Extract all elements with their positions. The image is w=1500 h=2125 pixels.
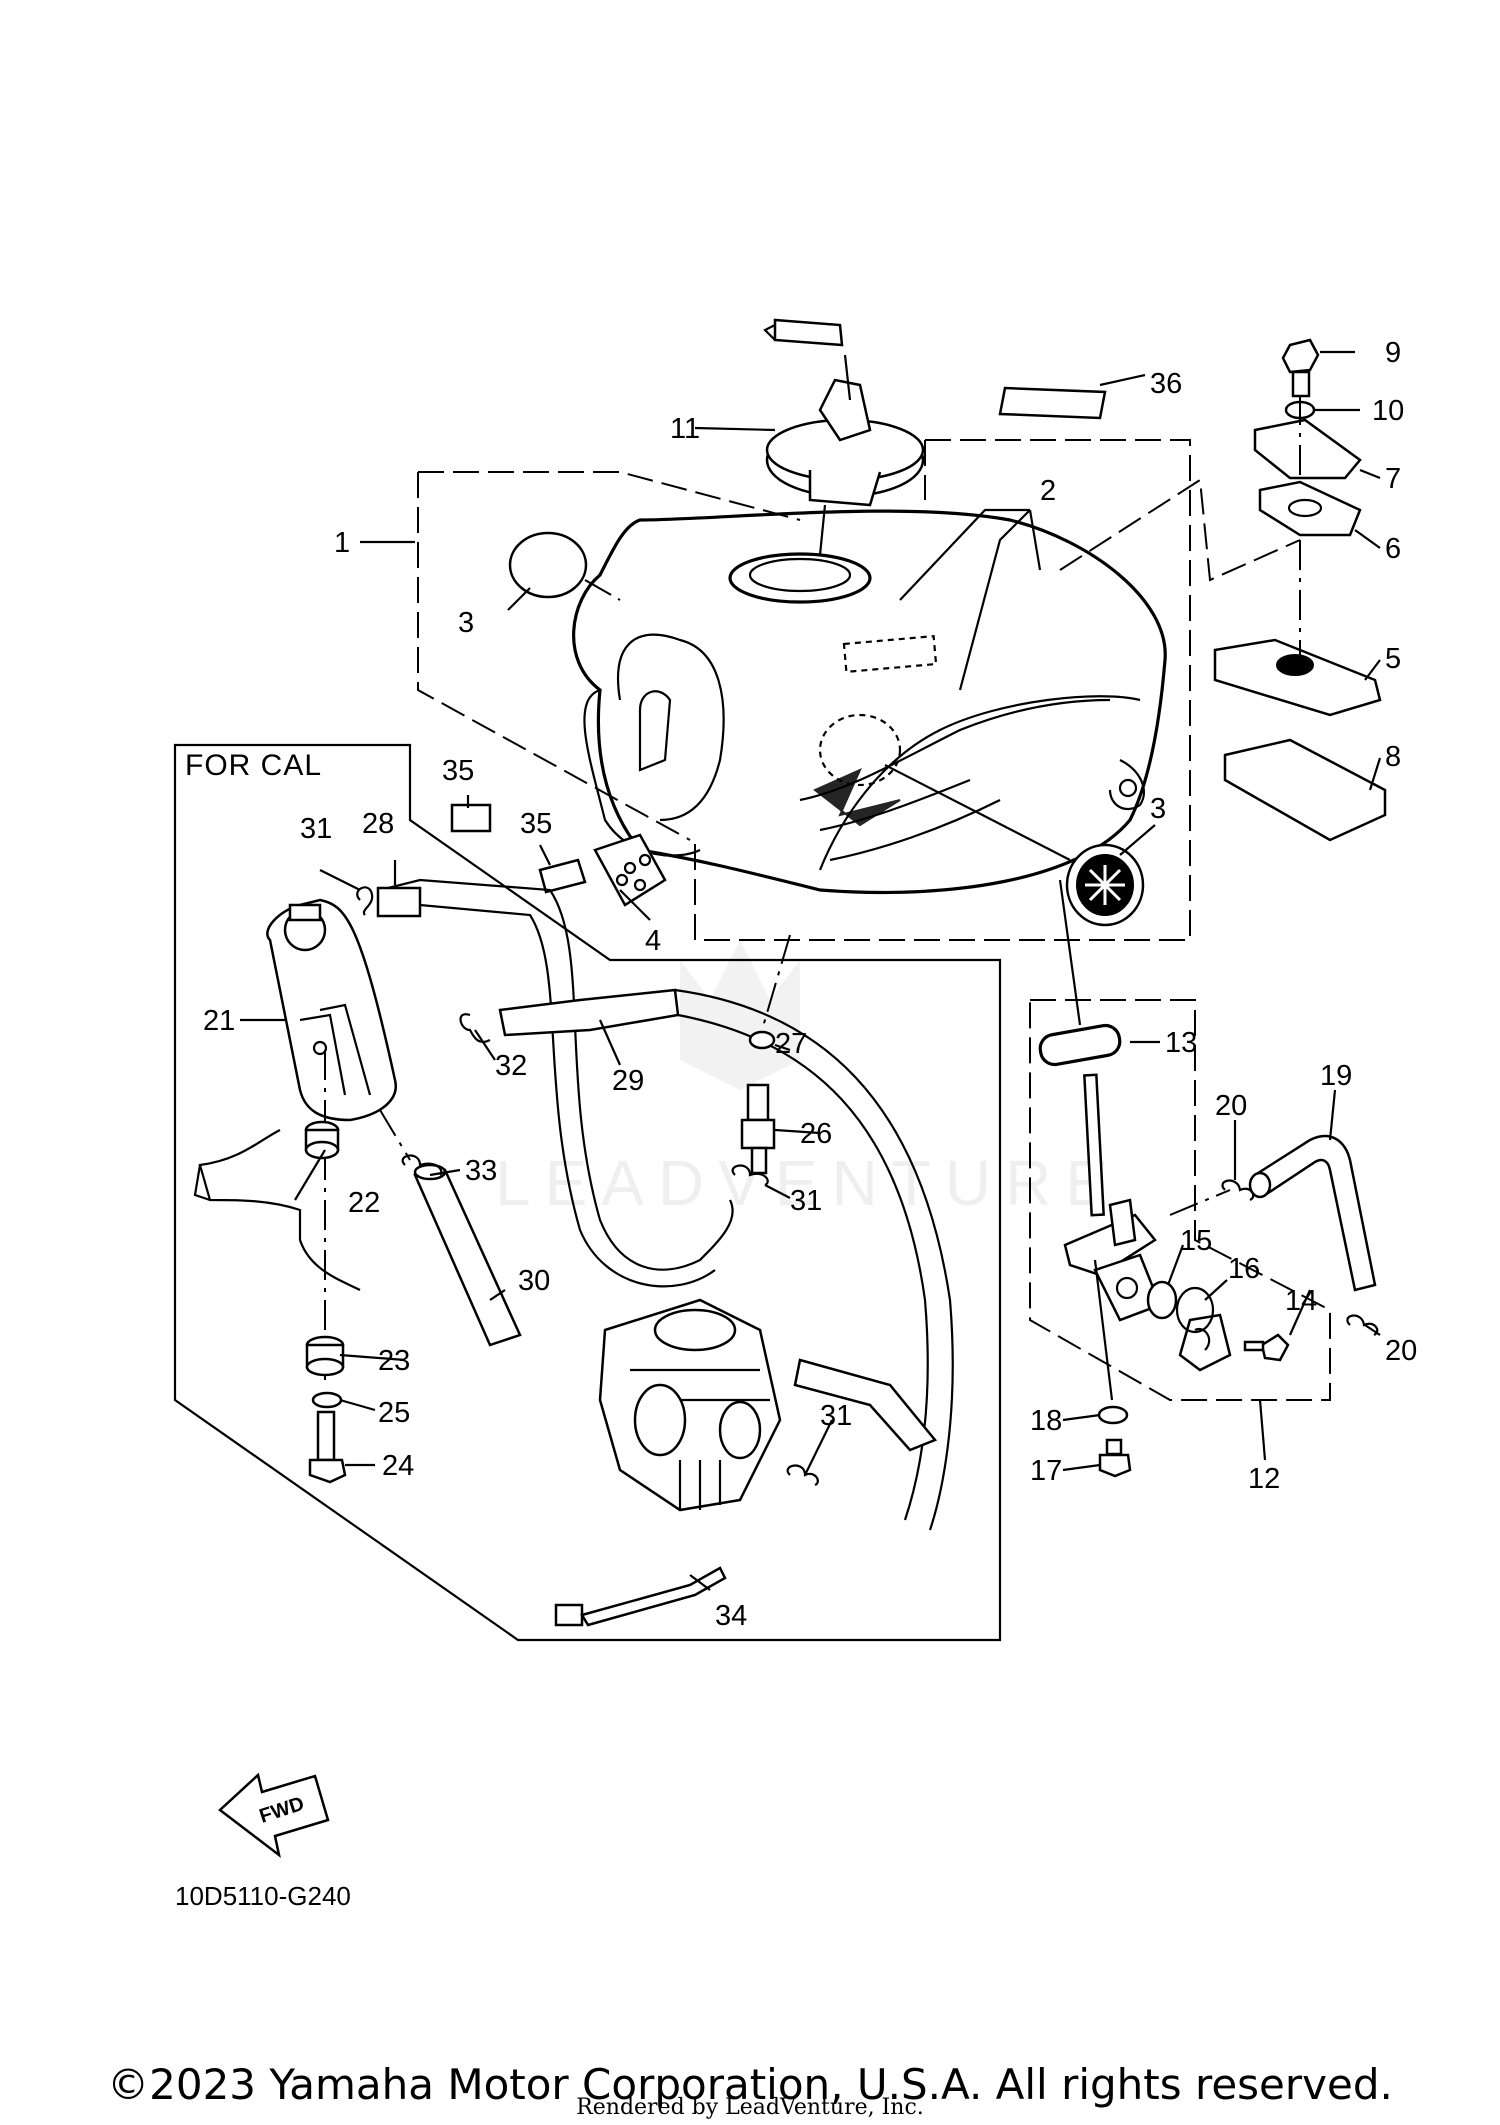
- callout-15: 15: [1180, 1225, 1212, 1257]
- callout-3-left: 3: [458, 607, 474, 639]
- callout-20-right: 20: [1385, 1335, 1417, 1367]
- callout-20-top: 20: [1215, 1090, 1247, 1122]
- callout-35-right: 35: [520, 808, 552, 840]
- callout-11: 11: [670, 413, 700, 445]
- canister-21: [266, 898, 398, 1122]
- callout-36: 36: [1150, 368, 1182, 400]
- callout-23: 23: [378, 1345, 410, 1377]
- callout-30: 30: [518, 1265, 550, 1297]
- clip-32: [459, 1013, 491, 1044]
- fuel-cap-with-key: [763, 318, 925, 556]
- washer-18: [1097, 1405, 1129, 1425]
- callout-9: 9: [1385, 337, 1401, 369]
- callout-31-top: 31: [300, 813, 332, 845]
- callout-31-middle: 31: [790, 1185, 822, 1217]
- callouts: 1 2 3 3 4 5 6 7 8 9 10 11 12 13 14 15 16…: [203, 337, 1417, 1632]
- bolt-9: [1281, 338, 1320, 398]
- callout-33: 33: [465, 1155, 497, 1187]
- clip-20b: [1346, 1314, 1379, 1336]
- callout-7: 7: [1385, 463, 1401, 495]
- callout-3-right: 3: [1150, 793, 1166, 825]
- callout-24: 24: [382, 1450, 414, 1482]
- callout-32: 32: [495, 1050, 527, 1082]
- petcock-group-outline: [1029, 999, 1331, 1401]
- callout-25: 25: [378, 1397, 410, 1429]
- grommet-3-left: [508, 531, 588, 599]
- damper-plate-5: [1213, 638, 1382, 717]
- bracket-7: [1253, 418, 1362, 480]
- callout-4: 4: [645, 925, 661, 957]
- callout-22: 22: [348, 1187, 380, 1219]
- clip-20a: [1221, 1179, 1255, 1201]
- callout-21: 21: [203, 1005, 235, 1037]
- collar-23: [305, 1335, 345, 1377]
- damper-6: [1258, 480, 1362, 537]
- o-ring-27: [748, 1030, 776, 1050]
- copyright-notice: ©2023 Yamaha Motor Corporation, U.S.A. A…: [107, 2060, 1393, 2109]
- hose-29: [498, 988, 954, 1531]
- canister-bracket: [198, 1129, 361, 1291]
- callout-1: 1: [334, 527, 350, 559]
- callout-26: 26: [800, 1118, 832, 1150]
- gasket-16: [1175, 1286, 1215, 1334]
- clip-31b: [731, 1164, 769, 1187]
- callout-18: 18: [1030, 1405, 1062, 1437]
- callout-10: 10: [1372, 395, 1404, 427]
- callout-34: 34: [715, 1600, 747, 1632]
- washer-25: [311, 1391, 343, 1409]
- o-ring-15: [1146, 1280, 1178, 1320]
- tank-group-outline: [417, 439, 1191, 941]
- fwd-arrow-icon: FWD: [218, 1772, 330, 1859]
- callout-16: 16: [1228, 1253, 1260, 1285]
- callout-27: 27: [775, 1028, 807, 1060]
- clip-31a: [356, 886, 374, 916]
- callout-28: 28: [362, 808, 394, 840]
- callout-29: 29: [612, 1065, 644, 1097]
- clip-33: [401, 1154, 443, 1176]
- emblem-3-right: [1065, 843, 1145, 927]
- hose-28: [376, 878, 734, 1288]
- diagram-code: 10D5110-G240: [175, 1881, 351, 1911]
- callout-14: 14: [1285, 1285, 1317, 1317]
- callout-35-left: 35: [442, 755, 474, 787]
- callout-31-carb: 31: [820, 1400, 852, 1432]
- hose-30: [413, 1163, 522, 1347]
- callout-19: 19: [1320, 1060, 1352, 1092]
- fitting-26: [740, 1083, 776, 1175]
- callout-8: 8: [1385, 741, 1401, 773]
- fuel-tank: [572, 509, 1167, 895]
- rendered-by: Rendered by LeadVenture, Inc.: [576, 2095, 924, 2120]
- cable-tie-34: [554, 1566, 727, 1627]
- label-36: [998, 386, 1107, 420]
- pad-35b: [538, 858, 587, 894]
- cover-8: [1223, 738, 1387, 842]
- rubber-4: [593, 833, 667, 907]
- pad-35a: [450, 803, 492, 833]
- callout-13: 13: [1165, 1027, 1197, 1059]
- gasket-13: [1038, 1023, 1122, 1067]
- callout-5: 5: [1385, 643, 1401, 675]
- grommet-22: [304, 1120, 340, 1160]
- hose-near-carb: [793, 1358, 938, 1452]
- hose-19: [1248, 1134, 1377, 1292]
- carburetor: [598, 1298, 782, 1512]
- fuel-cock-12: [1063, 1073, 1232, 1372]
- bolt-24: [308, 1410, 347, 1484]
- screw-14: [1243, 1333, 1290, 1362]
- for-cal-box: [173, 743, 1002, 1642]
- callout-12: 12: [1248, 1463, 1280, 1495]
- callout-6: 6: [1385, 533, 1401, 565]
- for-cal-title: FOR CAL: [185, 749, 322, 782]
- callout-2: 2: [1040, 475, 1056, 507]
- callout-17: 17: [1030, 1455, 1062, 1487]
- clip-31c: [786, 1464, 819, 1487]
- bolt-17: [1098, 1438, 1132, 1478]
